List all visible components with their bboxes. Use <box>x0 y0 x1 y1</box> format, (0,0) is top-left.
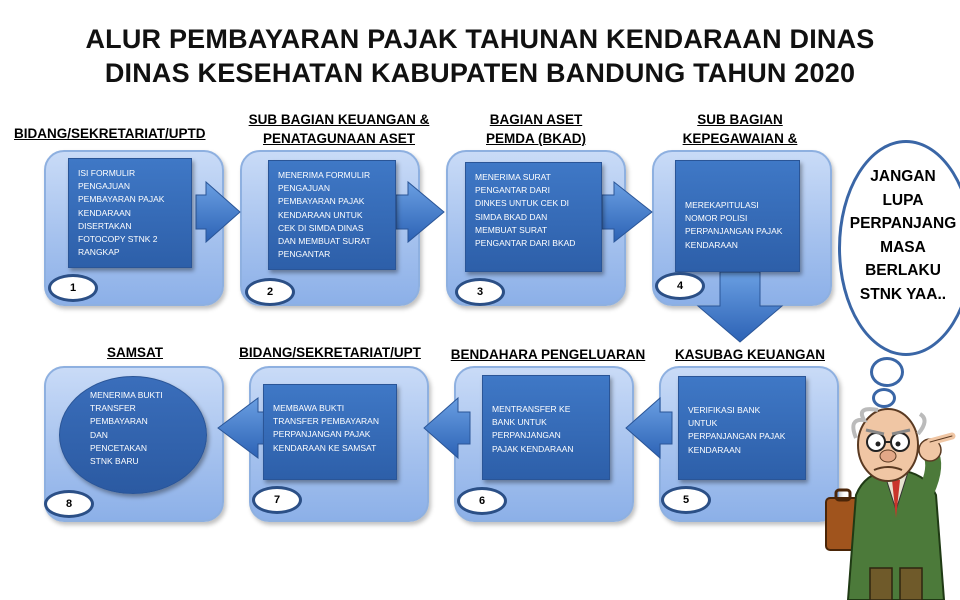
step4-header-line1: SUB BAGIAN <box>697 112 783 127</box>
step7-text-line: TRANSFER PEMBAYARAN <box>273 416 379 427</box>
step3-textbox: MENERIMA SURAT PENGANTAR DARI DINKES UNT… <box>465 162 602 272</box>
step5-header: KASUBAG KEUANGAN <box>674 347 825 362</box>
step7-text-line: KENDARAAN KE SAMSAT <box>273 442 377 453</box>
step3-header: BAGIAN ASET PEMDA (BKAD) <box>446 110 626 148</box>
step5-text-line: KENDARAAN <box>688 444 741 455</box>
step1-text-line: DISERTAKAN <box>78 220 132 231</box>
step8-textbox: MENERIMA BUKTI TRANSFER PEMBAYARAN DAN P… <box>59 376 207 494</box>
step7-text-line: MEMBAWA BUKTI <box>273 403 345 413</box>
step4-header: SUB BAGIAN KEPEGAWAIAN & <box>650 110 830 148</box>
step3-text-line: DINKES UNTUK CEK DI <box>475 198 569 209</box>
step7-header: BIDANG/SEKRETARIAT/UPT <box>239 345 421 360</box>
step4-textbox: MEREKAPITULASI NOMOR POLISI PERPANJANGAN… <box>675 160 800 272</box>
step1-header-line1: BIDANG/SEKRETARIAT/UPTD <box>14 126 206 141</box>
bubble-tail-small <box>872 388 896 408</box>
step1-text-line: PEMBAYARAN PAJAK <box>78 194 165 205</box>
step2-number: 2 <box>245 278 295 306</box>
step3-text-line: MEMBUAT SURAT <box>475 224 548 235</box>
arrow-5-to-6 <box>625 396 673 460</box>
step4-number: 4 <box>655 272 705 300</box>
step8-text-line: PENCETAKAN <box>90 442 147 453</box>
page-title-line1: ALUR PEMBAYARAN PAJAK TAHUNAN KENDARAAN … <box>85 24 875 54</box>
step2-text-line: PENGANTAR <box>278 249 331 260</box>
step5-text-line: UNTUK <box>688 418 718 429</box>
step4-text-line: MEREKAPITULASI <box>685 200 759 210</box>
reminder-bubble <box>838 140 960 356</box>
step2-text-line: PEMBAYARAN PAJAK <box>278 196 365 207</box>
bubble-tail-large <box>870 357 904 387</box>
step1-text-line: ISI FORMULIR <box>78 168 136 178</box>
step2-header-line2: PENATAGUNAAN ASET <box>262 131 415 146</box>
step8-header: SAMSAT <box>107 345 163 360</box>
reminder-line: STNK YAA.. <box>859 285 947 303</box>
reminder-line: PERPANJANG <box>849 215 957 232</box>
step2-text-line: CEK DI SIMDA DINAS <box>278 222 364 233</box>
step5-number: 5 <box>661 486 711 514</box>
step8-text-line: MENERIMA BUKTI <box>90 390 163 400</box>
step6-text-line: PAJAK KENDARAAN <box>492 443 574 454</box>
step6-textbox: MENTRANSFER KE BANK UNTUK PERPANJANGAN P… <box>482 375 610 480</box>
step1-textbox: ISI FORMULIR PENGAJUAN PEMBAYARAN PAJAK … <box>68 158 192 268</box>
step2-text-line: DAN MEMBUAT SURAT <box>278 236 371 247</box>
step1-text-line: PENGAJUAN <box>78 181 130 192</box>
step6-number: 6 <box>457 487 507 515</box>
step4-header-line2: KEPEGAWAIAN & <box>682 131 798 146</box>
step2-header: SUB BAGIAN KEUANGAN & PENATAGUNAAN ASET <box>234 110 444 148</box>
step7-number: 7 <box>252 486 302 514</box>
reminder-line: JANGAN <box>870 168 936 185</box>
step4-text-line: NOMOR POLISI <box>685 213 748 224</box>
step2-textbox: MENERIMA FORMULIR PENGAJUAN PEMBAYARAN P… <box>268 160 396 270</box>
step8-text-line: STNK BARU <box>90 456 139 467</box>
step2-header-line1: SUB BAGIAN KEUANGAN & <box>248 112 430 127</box>
arrow-6-to-7 <box>423 396 471 460</box>
reminder-line: BERLAKU <box>865 262 941 279</box>
arrow-2-to-3 <box>395 180 445 244</box>
arrow-1-to-2 <box>195 180 241 244</box>
step1-text-line: KENDARAAN <box>78 207 131 218</box>
step1-header: BIDANG/SEKRETARIAT/UPTD <box>14 124 224 143</box>
step2-text-line: KENDARAAN UNTUK <box>278 209 363 220</box>
step3-number: 3 <box>455 278 505 306</box>
step4-text-line: KENDARAAN <box>685 239 738 250</box>
reminder-text: JANGAN LUPA PERPANJANG MASA BERLAKU STNK… <box>843 165 960 306</box>
step7-textbox: MEMBAWA BUKTI TRANSFER PEMBAYARAN PERPAN… <box>263 384 397 480</box>
step8-text-line: DAN <box>90 429 108 440</box>
step6-header: BENDAHARA PENGELUARAN <box>450 347 646 362</box>
step3-text-line: SIMDA BKAD DAN <box>475 211 548 222</box>
step6-text-line: MENTRANSFER KE <box>492 404 571 414</box>
step6-text-line: PERPANJANGAN <box>492 430 561 441</box>
reminder-line: LUPA <box>882 191 924 209</box>
step8-text-line: TRANSFER <box>90 403 136 414</box>
step4-text-line: PERPANJANGAN PAJAK <box>685 226 783 237</box>
step6-text-line: BANK UNTUK <box>492 417 547 428</box>
step3-text-line: PENGANTAR DARI BKAD <box>475 238 576 249</box>
step1-text-line: FOTOCOPY STNK 2 <box>78 234 158 245</box>
page-title-line2: DINAS KESEHATAN KABUPATEN BANDUNG TAHUN … <box>104 58 856 88</box>
step7-text-line: PERPANJANGAN PAJAK <box>273 429 371 440</box>
reminder-line: MASA <box>880 238 926 256</box>
step5-textbox: VERIFIKASI BANK UNTUK PERPANJANGAN PAJAK… <box>678 376 806 480</box>
arrow-3-to-4 <box>601 180 653 244</box>
step5-text-line: VERIFIKASI BANK <box>688 405 761 415</box>
step5-text-line: PERPANJANGAN PAJAK <box>688 431 786 442</box>
step3-text-line: PENGANTAR DARI <box>475 185 550 196</box>
step2-text-line: MENERIMA FORMULIR <box>278 170 371 180</box>
step1-number: 1 <box>48 274 98 302</box>
step3-header-line1: BAGIAN ASET <box>489 112 583 127</box>
step3-text-line: MENERIMA SURAT <box>475 172 551 182</box>
step8-number: 8 <box>44 490 94 518</box>
step2-text-line: PENGAJUAN <box>278 183 330 194</box>
pointing-old-man-illustration <box>825 407 956 600</box>
step1-text-line: RANGKAP <box>78 247 120 258</box>
step3-header-line2: PEMDA (BKAD) <box>486 131 586 146</box>
arrow-4-to-5 <box>696 271 784 343</box>
step8-text-line: PEMBAYARAN <box>90 416 148 427</box>
